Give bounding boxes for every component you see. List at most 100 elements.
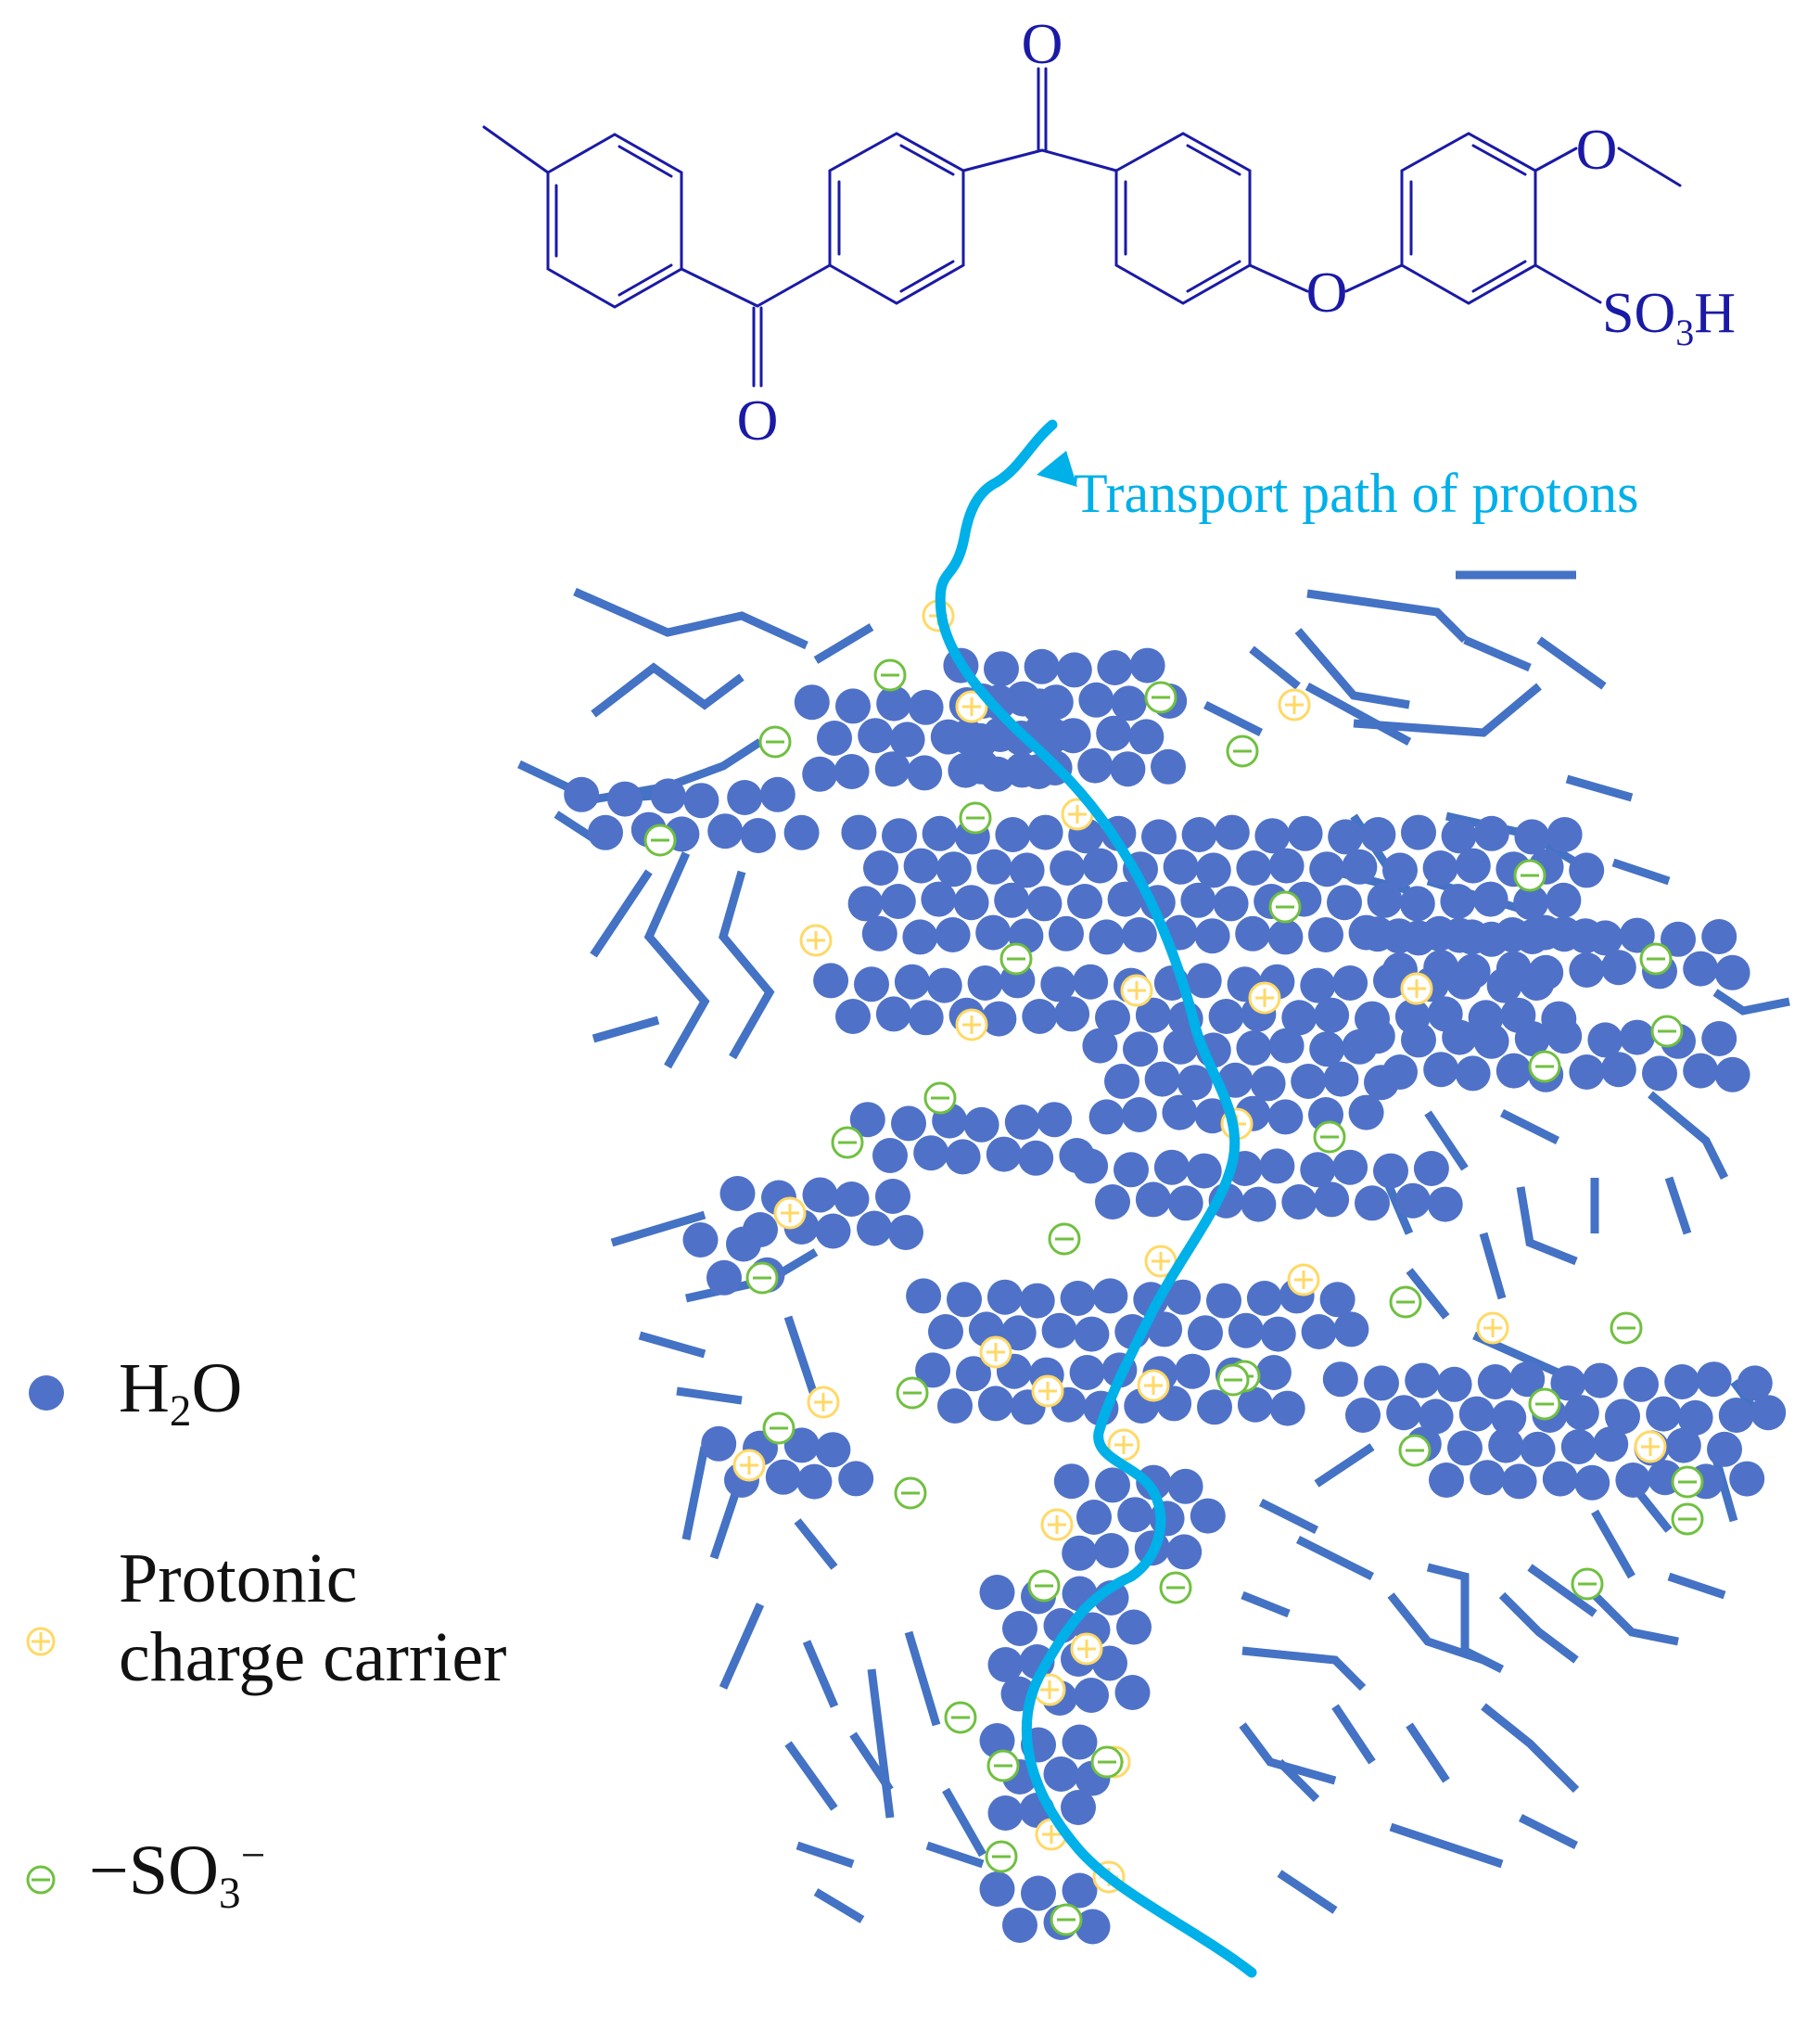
sulfonate-marker	[1159, 1571, 1192, 1604]
proton-marker	[1040, 1508, 1074, 1541]
sulfonate-marker	[999, 942, 1033, 976]
water-molecule	[1520, 1431, 1556, 1467]
water-molecule	[1004, 752, 1040, 788]
water-molecule	[1528, 954, 1564, 990]
polymer-chain-59	[1241, 1646, 1367, 1692]
water-molecule	[1236, 1030, 1272, 1066]
sulfonate-marker	[758, 725, 792, 759]
carbonyl-ring3-bond	[1040, 148, 1118, 172]
proton-marker	[1248, 981, 1281, 1015]
water-molecule	[1213, 886, 1249, 922]
water-molecule	[1593, 1426, 1629, 1462]
water-molecule	[995, 817, 1031, 852]
polymer-chain-15	[681, 1446, 709, 1540]
proton-marker	[1476, 1311, 1509, 1345]
water-molecule	[1004, 1105, 1040, 1140]
water-molecule	[1135, 997, 1171, 1033]
proton-plus-icon	[26, 1627, 56, 1656]
water-molecule	[1021, 1875, 1056, 1911]
water-molecule	[1117, 1497, 1153, 1533]
water-molecule-icon	[29, 1375, 64, 1411]
proton-marker	[1070, 1632, 1103, 1666]
water-molecule	[1491, 1399, 1527, 1436]
water-molecule	[921, 881, 957, 917]
water-molecule	[1495, 1053, 1532, 1089]
water-molecule	[1308, 917, 1343, 952]
water-molecule	[928, 1314, 963, 1349]
water-molecule	[956, 1356, 991, 1392]
water-molecule	[1333, 1311, 1369, 1347]
water-molecule	[1509, 1361, 1546, 1398]
water-molecule	[1018, 1140, 1054, 1176]
sulfonate-marker	[1513, 859, 1546, 892]
water-molecule	[1546, 1018, 1583, 1054]
water-molecule	[1073, 1148, 1109, 1184]
polymer-chain-62	[1498, 1591, 1579, 1664]
methyl-bond	[482, 125, 550, 174]
water-molecule	[1342, 849, 1378, 885]
water-molecule	[963, 748, 999, 785]
water-molecule	[1542, 1461, 1578, 1497]
water-molecule	[1737, 1365, 1773, 1401]
water-molecule	[986, 1136, 1022, 1172]
water-molecule	[1123, 1031, 1158, 1067]
water-molecule	[1162, 1094, 1198, 1130]
water-molecule	[1022, 999, 1058, 1034]
atom-label-o-upper: O	[1022, 13, 1063, 76]
water-molecule	[1750, 1395, 1787, 1431]
water-molecule	[841, 814, 877, 850]
water-molecule	[1470, 1460, 1506, 1496]
proton-marker	[799, 924, 833, 957]
water-molecule	[1314, 1181, 1350, 1218]
water-molecule	[783, 1427, 820, 1463]
water-molecule	[880, 884, 916, 919]
water-molecule	[1587, 1022, 1623, 1058]
lower-carbonyl	[752, 306, 763, 388]
polymer-chain-76	[1711, 1454, 1738, 1523]
polymer-chain-55	[1314, 1443, 1375, 1488]
water-molecule	[783, 814, 820, 850]
water-molecule	[1615, 1462, 1651, 1498]
water-molecule	[1076, 1500, 1112, 1535]
water-molecule	[915, 1352, 951, 1388]
water-molecule	[838, 1461, 874, 1497]
proton-marker	[1634, 1430, 1667, 1463]
polymer-chain-35	[1536, 636, 1607, 690]
water-molecule	[765, 1459, 801, 1495]
water-molecule	[889, 722, 925, 758]
water-molecule	[1328, 819, 1364, 855]
water-molecule	[981, 1001, 1017, 1037]
water-molecule	[947, 1282, 982, 1318]
water-molecule	[875, 1179, 910, 1214]
water-molecule	[953, 885, 989, 921]
water-molecule	[1605, 1399, 1640, 1435]
water-molecule	[854, 966, 889, 1003]
water-molecule	[1037, 684, 1074, 721]
sulfonate-marker	[1027, 1569, 1061, 1603]
ether-bond-right	[1344, 263, 1404, 293]
benzene-ring-1	[546, 133, 683, 309]
water-molecule	[861, 915, 897, 952]
water-molecule	[1040, 966, 1076, 1003]
water-molecule	[1166, 1534, 1203, 1570]
water-molecule	[1707, 1431, 1742, 1467]
water-molecule	[1077, 747, 1114, 784]
water-molecule	[1574, 1464, 1610, 1501]
water-molecule	[1177, 1065, 1213, 1101]
sulfonate-marker	[1671, 1465, 1704, 1499]
polymer-chain-68	[1331, 1704, 1376, 1765]
water-molecule	[1473, 815, 1509, 851]
polymer-chain-1	[573, 587, 808, 650]
water-molecule	[1382, 852, 1418, 888]
water-molecule	[1546, 882, 1582, 918]
water-molecule	[719, 1176, 756, 1211]
water-molecule	[1429, 1462, 1464, 1498]
water-molecule	[1301, 1314, 1337, 1349]
water-molecule	[1661, 921, 1696, 957]
water-molecule	[650, 778, 686, 814]
ion-markers	[643, 599, 1704, 1936]
water-molecule	[1054, 996, 1090, 1032]
water-molecule	[863, 850, 898, 886]
water-molecule	[1458, 1396, 1495, 1432]
water-molecule	[1501, 1463, 1537, 1500]
